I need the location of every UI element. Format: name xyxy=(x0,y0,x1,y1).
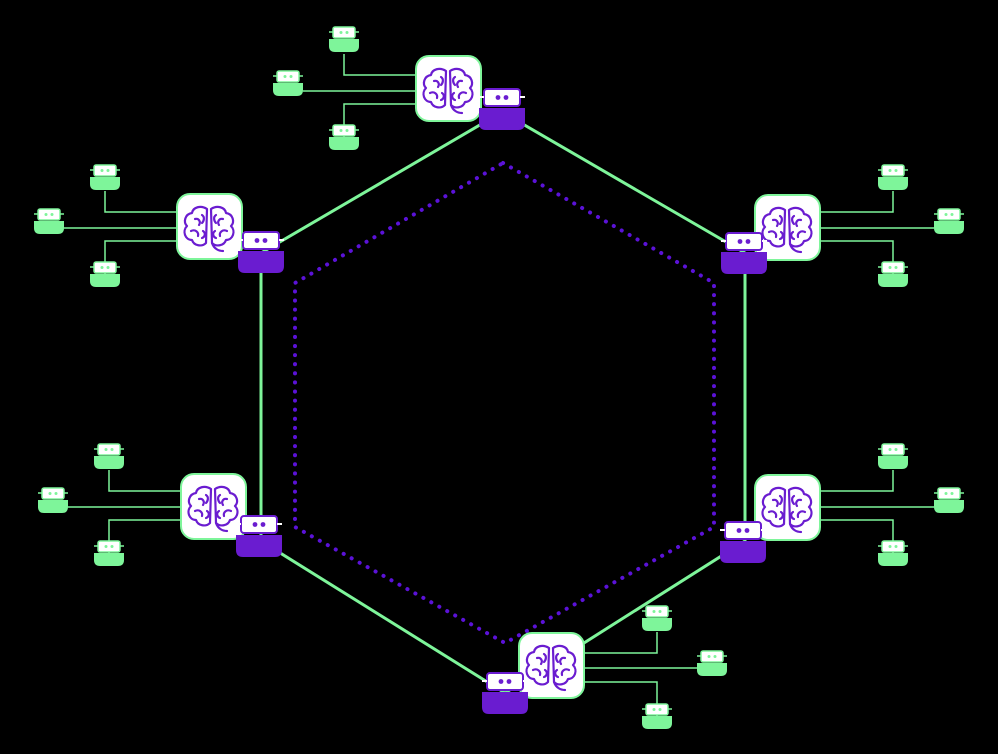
hub-robot-icon xyxy=(719,521,767,564)
leaf-robot-icon xyxy=(37,487,69,514)
leaf-robot-icon xyxy=(877,540,909,567)
inner-dotted-ring xyxy=(293,160,716,646)
node-bottom xyxy=(481,605,728,730)
leaf-robot-icon xyxy=(696,650,728,677)
outer-ring xyxy=(259,110,747,695)
hub-robot-icon xyxy=(481,672,529,715)
node-lower-right xyxy=(719,443,965,567)
leaf-robot-icon xyxy=(328,26,360,53)
leaf-robot-icon xyxy=(877,443,909,470)
hub-robot-icon xyxy=(478,88,526,131)
leaf-robot-icon xyxy=(328,124,360,151)
leaf-robot-icon xyxy=(641,605,673,632)
node-lower-left xyxy=(37,443,283,567)
leaf-robot-icon xyxy=(33,208,65,235)
leaf-robot-icon xyxy=(933,208,965,235)
leaf-robot-icon xyxy=(93,540,125,567)
leaf-robot-icon xyxy=(89,261,121,288)
hub-robot-icon xyxy=(237,231,285,274)
hub-robot-icon xyxy=(720,232,768,275)
leaf-robot-icon xyxy=(933,487,965,514)
leaf-robot-icon xyxy=(877,261,909,288)
leaf-robot-icon xyxy=(89,164,121,191)
node-top xyxy=(272,26,526,151)
leaf-robot-icon xyxy=(877,164,909,191)
leaf-robot-icon xyxy=(93,443,125,470)
node-upper-left xyxy=(33,164,285,288)
leaf-connectors xyxy=(303,54,417,138)
leaf-robot-icon xyxy=(641,703,673,730)
hub-robot-icon xyxy=(235,515,283,558)
node-upper-right xyxy=(720,164,965,288)
leaf-robot-icon xyxy=(272,70,304,97)
